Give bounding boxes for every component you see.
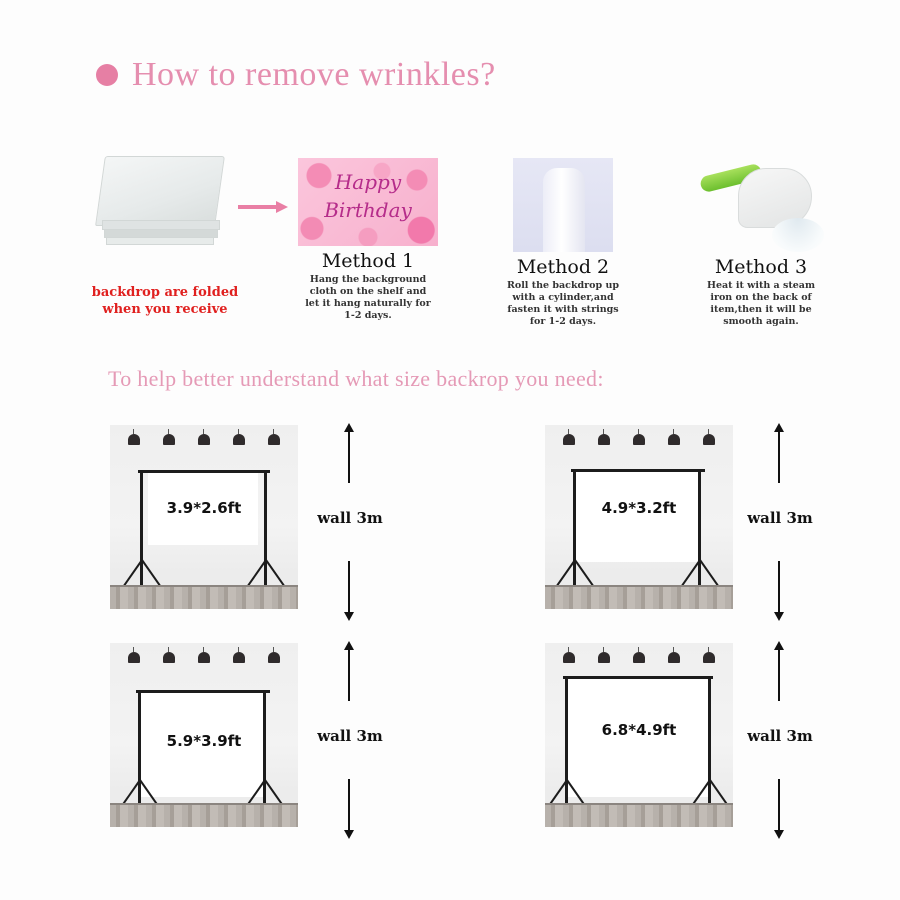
arrow-up-icon xyxy=(774,641,784,701)
desc-line: Hang the background xyxy=(309,274,427,285)
wall-label: wall 3m xyxy=(747,509,813,527)
ceiling-lamps xyxy=(545,647,733,663)
title-text: How to remove wrinkles? xyxy=(132,56,496,93)
ceiling-lamps xyxy=(110,429,298,445)
desc-line: item,then it will be xyxy=(710,304,812,315)
lamp-icon xyxy=(127,429,140,445)
floor xyxy=(110,587,298,609)
method-description: Heat it with a steam iron on the back of… xyxy=(676,280,846,328)
desc-line: with a cylinder,and xyxy=(512,292,614,303)
arrow-down-icon xyxy=(344,561,354,621)
lamp-icon xyxy=(233,429,246,445)
arrow-right-icon xyxy=(238,201,290,213)
lamp-icon xyxy=(197,429,210,445)
size-label: 3.9*2.6ft xyxy=(166,499,242,517)
ceiling-lamps xyxy=(110,647,298,663)
size-label: 4.9*3.2ft xyxy=(601,499,677,517)
floor xyxy=(545,805,733,827)
wall-height-indicator-3: wall 3m xyxy=(310,641,390,839)
lamp-icon xyxy=(268,647,281,663)
method-title: Method 3 xyxy=(714,256,808,278)
lamp-icon xyxy=(703,429,716,445)
wall-label: wall 3m xyxy=(317,509,383,527)
desc-line: iron on the back of xyxy=(710,292,812,303)
lamp-icon xyxy=(632,429,645,445)
size-subtitle: To help better understand what size back… xyxy=(108,366,604,391)
arrow-up-icon xyxy=(344,641,354,701)
backdrop-text-happy: Happy xyxy=(334,170,402,194)
arrow-down-icon xyxy=(774,561,784,621)
desc-line: let it hang naturally for xyxy=(305,298,431,309)
size-label: 6.8*4.9ft xyxy=(601,721,677,739)
folded-caption: backdrop are folded when you receive xyxy=(80,284,250,318)
lamp-icon xyxy=(162,429,175,445)
lamp-icon xyxy=(233,647,246,663)
size-illustration-2: 4.9*3.2ft xyxy=(545,425,733,609)
wall-height-indicator-2: wall 3m xyxy=(740,423,820,621)
lamp-icon xyxy=(668,647,681,663)
floor xyxy=(110,805,298,827)
bullet-dot-icon xyxy=(96,64,118,86)
happy-birthday-backdrop-image: Happy Birthday xyxy=(298,158,438,246)
lamp-icon xyxy=(197,647,210,663)
size-illustration-4: 6.8*4.9ft xyxy=(545,643,733,827)
method-2: Method 2 Roll the backdrop up with a cyl… xyxy=(478,158,648,328)
method-description: Hang the background cloth on the shelf a… xyxy=(283,274,453,322)
lamp-icon xyxy=(127,647,140,663)
backdrop-text-birthday: Birthday xyxy=(324,198,412,222)
arrow-down-icon xyxy=(774,779,784,839)
wall-height-indicator-4: wall 3m xyxy=(740,641,820,839)
desc-line: Heat it with a steam xyxy=(706,280,816,291)
lamp-icon xyxy=(597,647,610,663)
arrow-down-icon xyxy=(344,779,354,839)
desc-line: cloth on the shelf and xyxy=(309,286,427,297)
size-illustration-1: 3.9*2.6ft xyxy=(110,425,298,609)
lamp-icon xyxy=(632,647,645,663)
size-illustration-3: 5.9*3.9ft xyxy=(110,643,298,827)
method-3: Method 3 Heat it with a steam iron on th… xyxy=(676,158,846,328)
wall-height-indicator-1: wall 3m xyxy=(310,423,390,621)
lamp-icon xyxy=(703,647,716,663)
lamp-icon xyxy=(597,429,610,445)
lamp-icon xyxy=(562,429,575,445)
arrow-up-icon xyxy=(344,423,354,483)
desc-line: smooth again. xyxy=(723,316,799,327)
folded-backdrop-image xyxy=(95,152,226,252)
lamp-icon xyxy=(162,647,175,663)
method-1: Happy Birthday Method 1 Hang the backgro… xyxy=(283,158,453,322)
desc-line: Roll the backdrop up xyxy=(506,280,620,291)
ceiling-lamps xyxy=(545,429,733,445)
lamp-icon xyxy=(562,647,575,663)
wall-label: wall 3m xyxy=(317,727,383,745)
desc-line: for 1-2 days. xyxy=(529,316,597,327)
wall-label: wall 3m xyxy=(747,727,813,745)
folded-caption-line-1: backdrop are folded xyxy=(91,285,239,300)
method-title: Method 1 xyxy=(321,250,415,272)
lamp-icon xyxy=(668,429,681,445)
folded-caption-line-2: when you receive xyxy=(102,302,228,317)
floor xyxy=(545,587,733,609)
method-title: Method 2 xyxy=(516,256,610,278)
size-label: 5.9*3.9ft xyxy=(166,732,242,750)
method-description: Roll the backdrop up with a cylinder,and… xyxy=(478,280,648,328)
lamp-icon xyxy=(268,429,281,445)
rolled-cylinder-image xyxy=(513,158,613,252)
steam-iron-image xyxy=(696,158,826,252)
desc-line: 1-2 days. xyxy=(344,310,392,321)
arrow-up-icon xyxy=(774,423,784,483)
section-title: How to remove wrinkles? xyxy=(96,56,496,94)
desc-line: fasten it with strings xyxy=(507,304,619,315)
